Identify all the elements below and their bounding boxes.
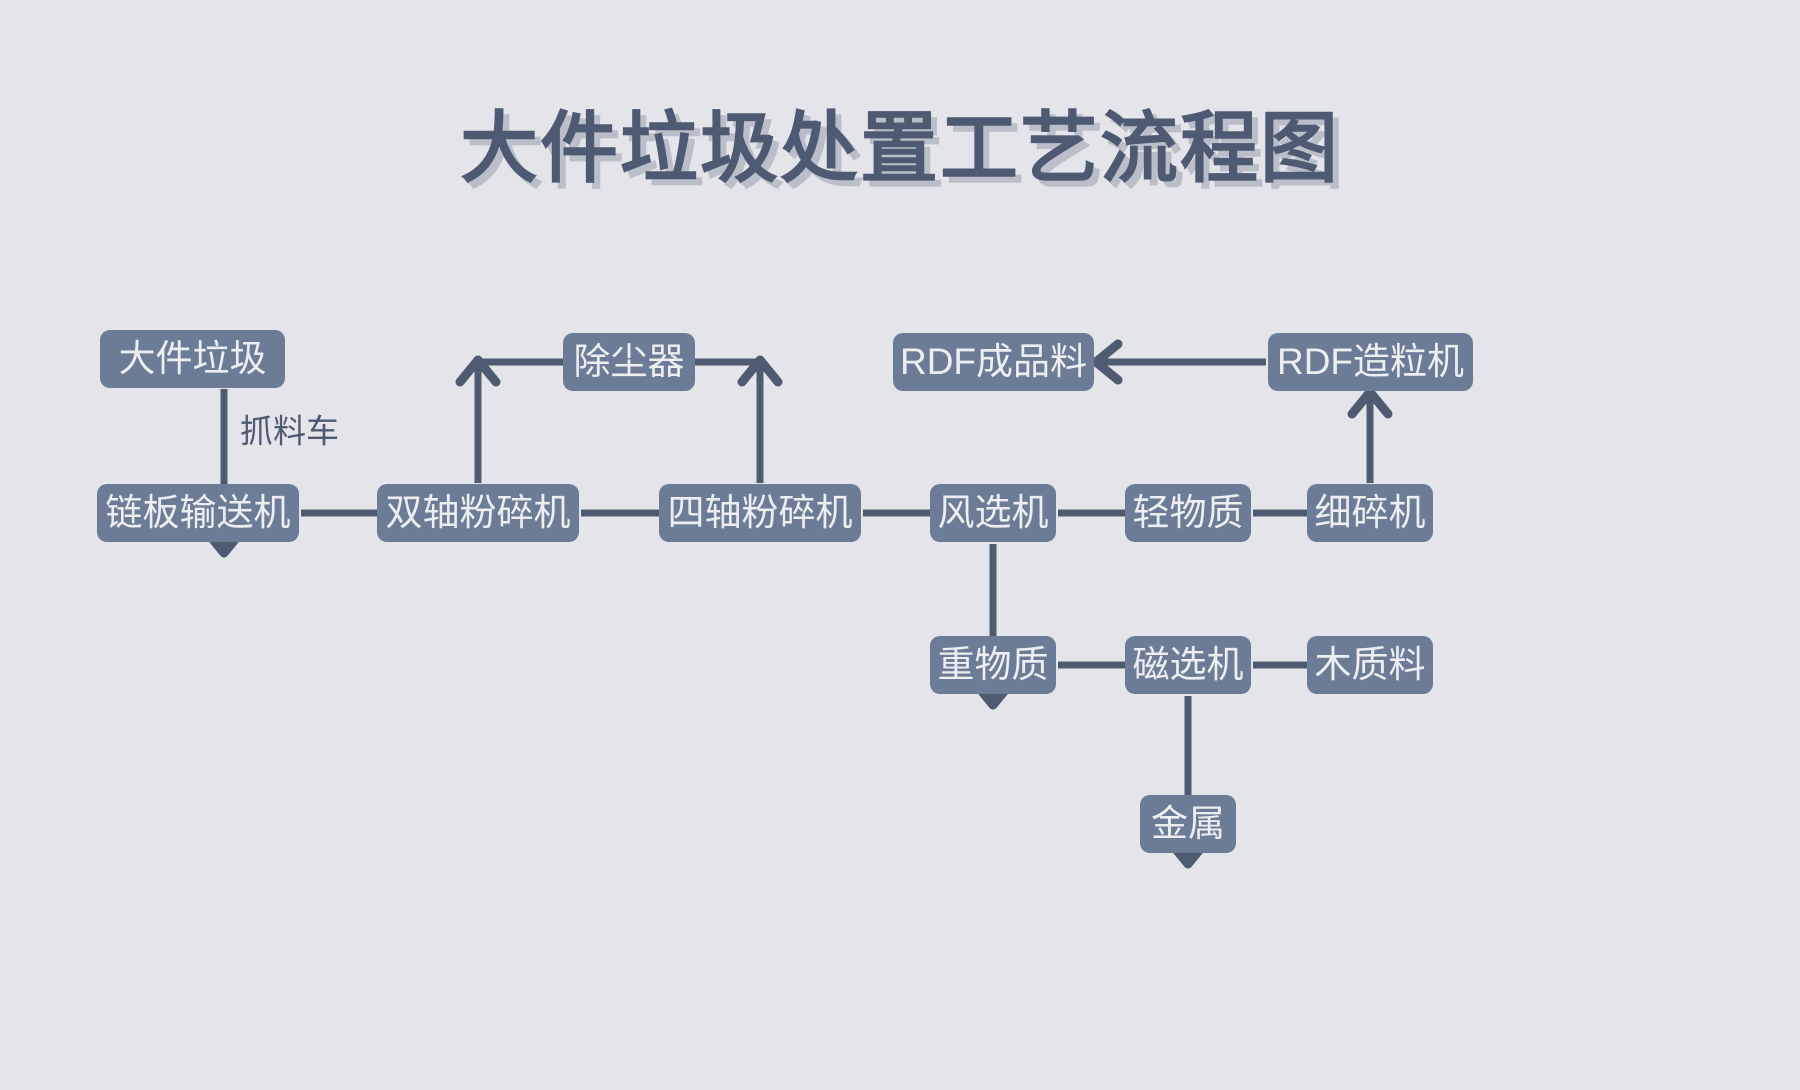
node-label: 四轴粉碎机: [668, 492, 853, 533]
edge-labels-layer: 抓料车: [240, 413, 339, 450]
node-box[interactable]: [1125, 484, 1251, 542]
node-cixuanji[interactable]: 磁选机: [1125, 636, 1251, 694]
node-muzhiliao[interactable]: 木质料: [1307, 636, 1433, 694]
node-box[interactable]: [100, 330, 285, 388]
node-chuchenqi[interactable]: 除尘器: [563, 333, 695, 391]
node-box[interactable]: [930, 484, 1056, 542]
node-jinshu[interactable]: 金属: [1140, 795, 1236, 853]
node-rdfchengpinliao[interactable]: RDF成品料: [893, 333, 1094, 391]
node-box[interactable]: [377, 484, 579, 542]
node-label: 轻物质: [1133, 492, 1244, 533]
node-box[interactable]: [1125, 636, 1251, 694]
node-box[interactable]: [1307, 636, 1433, 694]
nodes-layer: 大件垃圾 链板输送机 双轴粉碎机 除尘器 四轴粉碎机 风选机: [97, 330, 1473, 853]
node-label: 除尘器: [574, 341, 685, 382]
node-sizhoufensuiji[interactable]: 四轴粉碎机: [659, 484, 861, 542]
node-label: 木质料: [1315, 644, 1426, 685]
edges-layer: [201, 339, 1393, 869]
node-label: 金属: [1151, 803, 1225, 844]
node-dajianlaji[interactable]: 大件垃圾: [100, 330, 285, 388]
edge-xisuiji-to-rdfzaolji: [1347, 387, 1393, 483]
node-label: 重物质: [938, 644, 1049, 685]
node-box[interactable]: [930, 636, 1056, 694]
node-zhongwuzhi[interactable]: 重物质: [930, 636, 1056, 694]
node-lianbanshusongji[interactable]: 链板输送机: [97, 484, 299, 542]
node-shuangzhoufensuiji[interactable]: 双轴粉碎机: [377, 484, 579, 542]
edge-sizhoufensuiji-to-chuchenqi: [695, 355, 783, 483]
node-label: RDF成品料: [900, 341, 1087, 382]
node-label: 双轴粉碎机: [386, 492, 571, 533]
node-box[interactable]: [659, 484, 861, 542]
node-fengxuanji[interactable]: 风选机: [930, 484, 1056, 542]
node-label: 链板输送机: [106, 492, 291, 533]
node-box[interactable]: [563, 333, 695, 391]
node-box[interactable]: [1307, 484, 1433, 542]
node-label: 风选机: [938, 492, 1049, 533]
node-qingwuzhi[interactable]: 轻物质: [1125, 484, 1251, 542]
node-label: 细碎机: [1315, 492, 1426, 533]
node-label: RDF造粒机: [1277, 341, 1464, 382]
edge-shuangzhoufensuiji-to-chuchenqi: [455, 355, 563, 483]
node-box[interactable]: [1268, 333, 1473, 391]
node-box[interactable]: [893, 333, 1094, 391]
node-xisuiji[interactable]: 细碎机: [1307, 484, 1433, 542]
page-title: 大件垃圾处置工艺流程图: [459, 104, 1340, 192]
node-label: 磁选机: [1133, 644, 1244, 685]
node-box[interactable]: [1140, 795, 1236, 853]
edge-label-zhualiaoche: 抓料车: [240, 413, 339, 450]
node-label: 大件垃圾: [119, 338, 267, 379]
node-box[interactable]: [97, 484, 299, 542]
node-rdfzaolji[interactable]: RDF造粒机: [1268, 333, 1473, 391]
edge-rdfzaolji-to-rdfchengpinliao: [1091, 339, 1266, 385]
